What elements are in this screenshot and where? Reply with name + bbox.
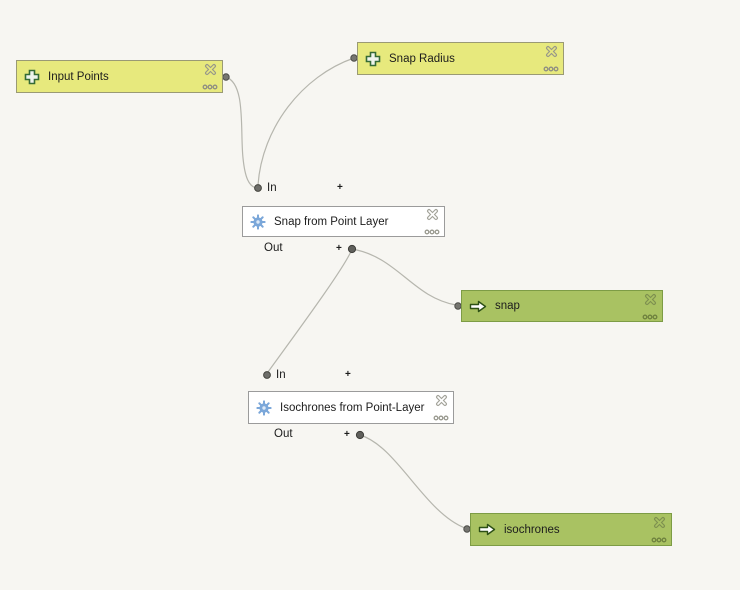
arrow-right-icon — [478, 523, 496, 536]
node-label: snap — [495, 300, 520, 312]
connector-dot-in-1[interactable] — [254, 184, 262, 192]
gear-icon — [256, 399, 272, 416]
node-isochrones-output[interactable]: isochrones — [470, 513, 672, 546]
node-label: Snap from Point Layer — [274, 215, 389, 228]
node-snap-from-point-layer[interactable]: Snap from Point Layer — [242, 206, 445, 237]
port-out-label-2: Out — [274, 428, 293, 440]
connection-out-to-isochrones — [359, 434, 466, 529]
port-expand-in-2[interactable]: + — [345, 369, 351, 380]
connection-input-points-to-in — [225, 76, 257, 189]
port-in-label-2: In — [276, 369, 286, 381]
ellipsis-dots-icon[interactable] — [433, 415, 449, 421]
connector-dot-out-2[interactable] — [355, 430, 365, 440]
connection-snap-radius-to-in — [257, 57, 355, 186]
ellipsis-dots-icon[interactable] — [651, 537, 667, 543]
node-label: isochrones — [504, 523, 560, 536]
node-snap-radius[interactable]: Snap Radius — [357, 42, 564, 75]
node-label: Input Points — [48, 70, 109, 83]
gear-icon — [250, 213, 266, 230]
connection-out-to-iso-in — [267, 248, 353, 373]
ellipsis-dots-icon[interactable] — [424, 229, 440, 235]
plus-icon — [365, 51, 381, 66]
connector-dot-input-points[interactable] — [222, 73, 230, 81]
cross-icon[interactable] — [644, 293, 657, 306]
cross-icon[interactable] — [545, 45, 558, 58]
node-input-points[interactable]: Input Points — [16, 60, 223, 93]
port-expand-out-2[interactable]: + — [344, 429, 350, 440]
cross-icon[interactable] — [426, 208, 439, 221]
connection-out-to-snap — [351, 248, 457, 306]
ellipsis-dots-icon[interactable] — [642, 314, 658, 320]
node-label: Isochrones from Point-Layer — [280, 401, 425, 414]
connector-dot-out-1[interactable] — [347, 244, 357, 254]
ellipsis-dots-icon[interactable] — [202, 84, 218, 90]
port-expand-out-1[interactable]: + — [336, 243, 342, 254]
port-out-label-1: Out — [264, 242, 283, 254]
port-in-label-1: In — [267, 182, 277, 194]
node-snap-output[interactable]: snap — [461, 290, 663, 322]
connector-dot-in-2[interactable] — [263, 371, 271, 379]
cross-icon[interactable] — [204, 63, 217, 76]
ellipsis-dots-icon[interactable] — [543, 66, 559, 72]
cross-icon[interactable] — [435, 394, 448, 407]
node-isochrones-from-point-layer[interactable]: Isochrones from Point-Layer — [248, 391, 454, 424]
arrow-right-icon — [469, 300, 487, 312]
port-expand-in-1[interactable]: + — [337, 182, 343, 193]
cross-icon[interactable] — [653, 516, 666, 529]
plus-icon — [24, 69, 40, 84]
node-label: Snap Radius — [389, 52, 455, 65]
